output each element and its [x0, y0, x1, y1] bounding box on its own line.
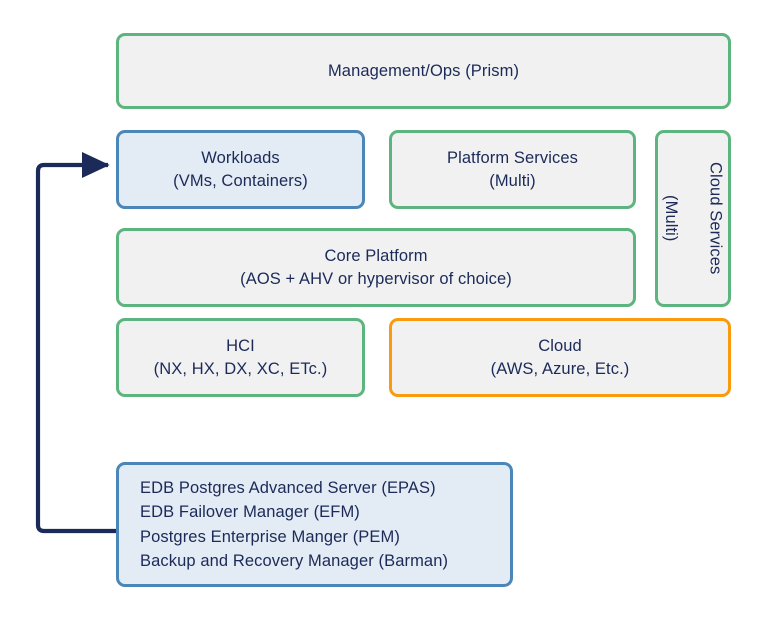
text-line: Workloads — [201, 148, 280, 167]
text-line: Cloud Services — [706, 162, 725, 275]
text-line: Core Platform — [324, 246, 428, 265]
box-core-platform[interactable]: Core Platform (AOS + AHV or hypervisor o… — [116, 228, 636, 307]
box-workloads-text: Workloads (VMs, Containers) — [129, 147, 352, 193]
box-edb-stack[interactable]: EDB Postgres Advanced Server (EPAS) EDB … — [116, 462, 513, 587]
box-core-platform-text: Core Platform (AOS + AHV or hypervisor o… — [129, 245, 623, 291]
text-line: Backup and Recovery Manager (Barman) — [140, 551, 449, 570]
text-line: HCI — [226, 336, 255, 355]
box-workloads[interactable]: Workloads (VMs, Containers) — [116, 130, 365, 209]
box-platform-services-text: Platform Services (Multi) — [402, 147, 623, 193]
text-line: (Multi) — [489, 171, 536, 190]
box-hci[interactable]: HCI (NX, HX, DX, XC, ETc.) — [116, 318, 365, 397]
box-edb-stack-text: EDB Postgres Advanced Server (EPAS) EDB … — [140, 476, 500, 573]
text-line: EDB Failover Manager (EFM) — [140, 503, 360, 522]
text-line: Postgres Enterprise Manger (PEM) — [140, 527, 400, 546]
box-management-ops[interactable]: Management/Ops (Prism) — [116, 33, 731, 109]
box-hci-text: HCI (NX, HX, DX, XC, ETc.) — [129, 335, 352, 381]
text-line: (NX, HX, DX, XC, ETc.) — [153, 359, 328, 378]
text-line: Platform Services — [447, 148, 578, 167]
text-line: EDB Postgres Advanced Server (EPAS) — [140, 479, 436, 497]
text-line: (AOS + AHV or hypervisor of choice) — [240, 269, 512, 288]
box-management-ops-text: Management/Ops (Prism) — [129, 60, 718, 83]
box-cloud-services[interactable]: Cloud Services (Multi) — [655, 130, 731, 307]
text-line: (Multi) — [661, 195, 680, 242]
box-cloud[interactable]: Cloud (AWS, Azure, Etc.) — [389, 318, 731, 397]
box-platform-services[interactable]: Platform Services (Multi) — [389, 130, 636, 209]
connector-path — [35, 151, 116, 534]
text-line: Cloud — [538, 336, 582, 355]
text-line: (VMs, Containers) — [173, 171, 308, 190]
box-cloud-text: Cloud (AWS, Azure, Etc.) — [402, 335, 718, 381]
text-line: Management/Ops (Prism) — [327, 61, 520, 80]
text-line: (AWS, Azure, Etc.) — [490, 359, 630, 378]
box-cloud-services-text: Cloud Services (Multi) — [660, 162, 727, 274]
